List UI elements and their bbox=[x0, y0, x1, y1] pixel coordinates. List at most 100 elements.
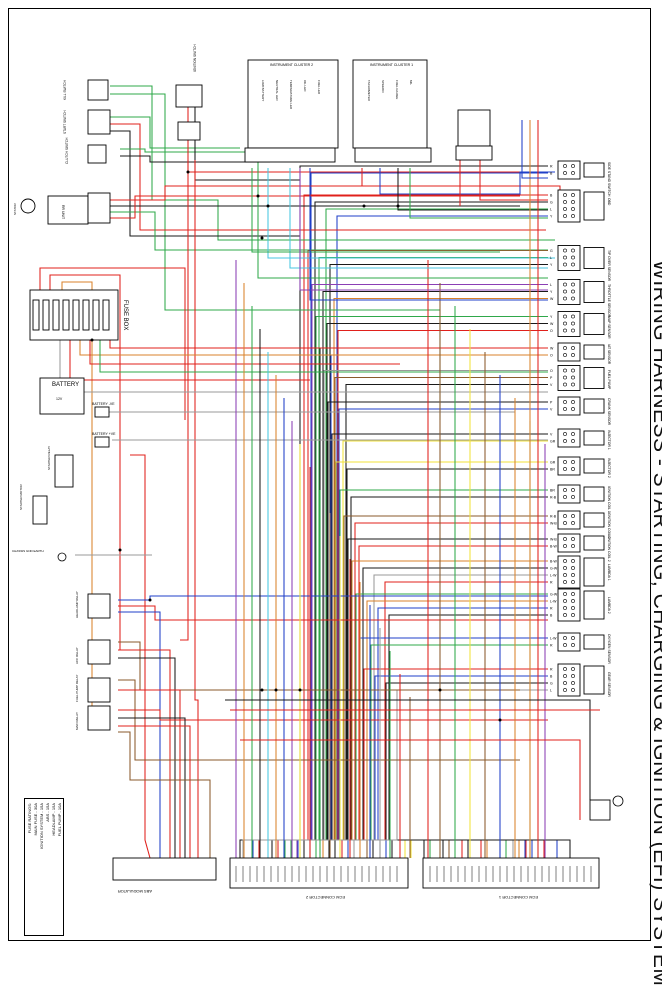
wire bbox=[89, 340, 400, 365]
pin bbox=[563, 537, 567, 541]
wire bbox=[257, 168, 548, 279]
pin bbox=[563, 375, 567, 380]
component-label: STARTER MOTOR bbox=[19, 483, 23, 510]
cluster-1-label: SPEEDO bbox=[381, 80, 385, 93]
pin bbox=[563, 599, 567, 603]
wire bbox=[99, 340, 548, 373]
pin bbox=[563, 368, 567, 373]
sensor-label: SIDE STAND SWITCH bbox=[607, 162, 611, 197]
pin bbox=[571, 346, 575, 350]
battery-neg-terminal bbox=[94, 406, 110, 418]
wire-code: R bbox=[550, 607, 553, 611]
wire-code: GR bbox=[550, 461, 556, 465]
wire bbox=[118, 649, 171, 858]
wire-code: B bbox=[550, 614, 553, 618]
pin bbox=[563, 314, 567, 319]
throttle-sensor-connector bbox=[557, 279, 581, 305]
pin bbox=[571, 255, 575, 260]
wire bbox=[479, 160, 548, 201]
component-label: RR UNIT bbox=[61, 205, 65, 220]
pin bbox=[563, 262, 567, 267]
pin bbox=[571, 368, 575, 373]
fuel-pump-connector bbox=[557, 365, 581, 391]
diagram-title: WIRING HARNESS - STARTING, CHARGING & IG… bbox=[649, 260, 662, 986]
wire-code: R bbox=[550, 668, 553, 672]
pin bbox=[563, 207, 567, 211]
main-relay bbox=[87, 705, 111, 731]
wire-code: O bbox=[550, 354, 553, 358]
stator bbox=[20, 198, 36, 214]
pin bbox=[571, 667, 575, 671]
wire bbox=[118, 657, 176, 858]
headlamp-relay bbox=[87, 593, 111, 619]
pin bbox=[571, 636, 575, 640]
wire-code: W-B bbox=[550, 538, 557, 542]
pin bbox=[563, 643, 567, 647]
wire-code: G bbox=[550, 249, 553, 253]
wire-code: B-W bbox=[550, 560, 558, 564]
pin bbox=[571, 321, 575, 326]
wire-code: L-W bbox=[550, 637, 557, 641]
pin bbox=[563, 681, 567, 685]
sensor-wire bbox=[366, 600, 548, 858]
sensor-label: IGNITION COIL 1 bbox=[607, 486, 611, 513]
pin bbox=[571, 674, 575, 678]
fuse-notes-box: FUSE RATINGS: MAIN FUSE - 30A IGNITION S… bbox=[24, 798, 64, 936]
wire-code: L-W bbox=[550, 600, 557, 604]
sensor-label: OXYGEN SENSOR bbox=[607, 634, 611, 664]
pin bbox=[571, 643, 575, 647]
junction-dot bbox=[260, 688, 264, 692]
pin bbox=[563, 164, 567, 168]
wire-code: R bbox=[550, 165, 553, 169]
wire-code: L bbox=[550, 283, 552, 287]
pin bbox=[563, 400, 567, 404]
pin bbox=[571, 566, 575, 570]
sensor-wire bbox=[363, 668, 548, 858]
instrument-cluster-2 bbox=[247, 59, 339, 149]
wire bbox=[110, 185, 561, 201]
sensor-label: CRANK SENSOR bbox=[607, 398, 611, 426]
cluster-2-label: OIL LED bbox=[303, 80, 307, 92]
sensor-body bbox=[583, 430, 605, 446]
sensor-body bbox=[583, 557, 605, 587]
wire bbox=[118, 731, 211, 858]
pin bbox=[563, 460, 567, 464]
pin bbox=[571, 164, 575, 168]
wire bbox=[225, 699, 591, 800]
fuse bbox=[72, 299, 80, 331]
sensor-body bbox=[583, 512, 605, 528]
pin bbox=[571, 200, 575, 204]
pin bbox=[571, 544, 575, 548]
wire bbox=[79, 340, 548, 356]
sensor-label: LAMBDA 2 bbox=[607, 597, 611, 614]
sensor-wire bbox=[345, 383, 548, 858]
wire bbox=[69, 340, 310, 381]
junction-dot bbox=[186, 170, 190, 174]
wire bbox=[118, 679, 520, 761]
pin bbox=[571, 537, 575, 541]
start-switch bbox=[87, 109, 111, 135]
lambda-2-connector bbox=[557, 588, 581, 622]
wire-code: L bbox=[550, 689, 552, 693]
component-label: ACC RELAY bbox=[75, 647, 79, 664]
component-label: FUEL PUMP RELAY bbox=[75, 675, 79, 702]
wire bbox=[180, 160, 189, 641]
sensor-label: FUEL PUMP bbox=[607, 370, 611, 390]
sensor-body bbox=[583, 398, 605, 414]
cluster-2-connector bbox=[244, 147, 336, 163]
sensor-body bbox=[583, 313, 605, 335]
sensor-label: TIP OVER SENSOR bbox=[607, 250, 611, 282]
wire-code: W-B bbox=[550, 522, 557, 526]
component-label: ECM CONNECTOR 2 bbox=[305, 895, 345, 900]
wire-code: L bbox=[550, 208, 552, 212]
wire bbox=[110, 195, 520, 219]
ignition-switch bbox=[175, 84, 203, 108]
wire-code: V bbox=[550, 433, 553, 437]
wire-code: R bbox=[550, 581, 553, 585]
fuse bbox=[92, 299, 100, 331]
pin bbox=[563, 439, 567, 443]
wire bbox=[118, 717, 186, 858]
pin bbox=[563, 282, 567, 287]
junction-dot bbox=[396, 204, 400, 208]
wire-code: Y bbox=[550, 263, 553, 267]
